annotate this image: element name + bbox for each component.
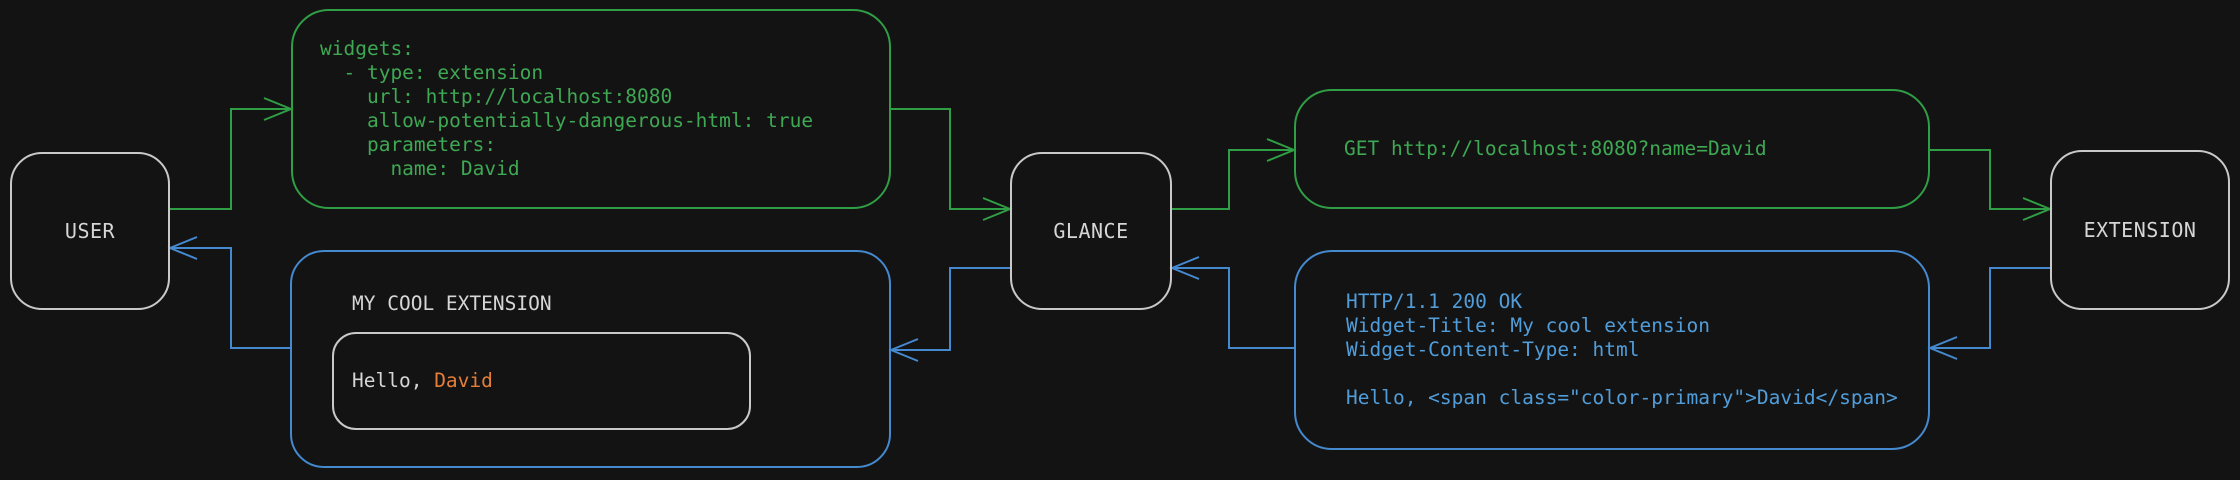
arrow-request-to-extension <box>1930 149 2053 221</box>
arrow-glance-to-widget <box>888 267 1010 362</box>
glance-node-label: GLANCE <box>1053 219 1129 243</box>
user-node: USER <box>10 152 170 310</box>
arrow-response-to-glance <box>1169 256 1294 349</box>
http-response-line <box>1346 362 1928 386</box>
arrow-user-to-config <box>170 97 294 210</box>
arrow-extension-to-response <box>1927 267 2050 360</box>
yaml-config-line: parameters: <box>320 133 497 156</box>
extension-node-label: EXTENSION <box>2083 218 2197 242</box>
greeting-prefix: Hello, <box>352 369 435 392</box>
http-request-line: GET http://localhost:8080?name=David <box>1344 137 1767 160</box>
http-request-box: GET http://localhost:8080?name=David <box>1294 89 1930 209</box>
arrow-widget-to-user <box>167 236 290 349</box>
http-response-box: HTTP/1.1 200 OK Widget-Title: My cool ex… <box>1294 250 1930 450</box>
widget-greeting-card: Hello, David <box>332 332 751 430</box>
yaml-config-line: url: http://localhost:8080 <box>320 85 673 108</box>
arrow-config-to-glance <box>891 108 1013 221</box>
arrow-glance-to-request <box>1172 138 1297 210</box>
widget-preview-box: MY COOL EXTENSION Hello, David <box>290 250 891 468</box>
extension-node: EXTENSION <box>2050 150 2230 310</box>
yaml-config-line: name: David <box>320 157 520 180</box>
http-response-line: Widget-Title: My cool extension <box>1346 314 1710 337</box>
widget-title: MY COOL EXTENSION <box>352 292 552 315</box>
http-response-line: Hello, <span class="color-primary">David… <box>1346 386 1898 409</box>
yaml-config-box: widgets: - type: extension url: http://l… <box>291 9 891 209</box>
greeting-name: David <box>434 369 493 392</box>
yaml-config-line: widgets: <box>320 37 414 60</box>
http-response-line: Widget-Content-Type: html <box>1346 338 1640 361</box>
yaml-config-line: allow-potentially-dangerous-html: true <box>320 109 814 132</box>
user-node-label: USER <box>64 219 116 243</box>
yaml-config-line: - type: extension <box>320 61 544 84</box>
http-response-line: HTTP/1.1 200 OK <box>1346 290 1523 313</box>
glance-node: GLANCE <box>1010 152 1172 310</box>
